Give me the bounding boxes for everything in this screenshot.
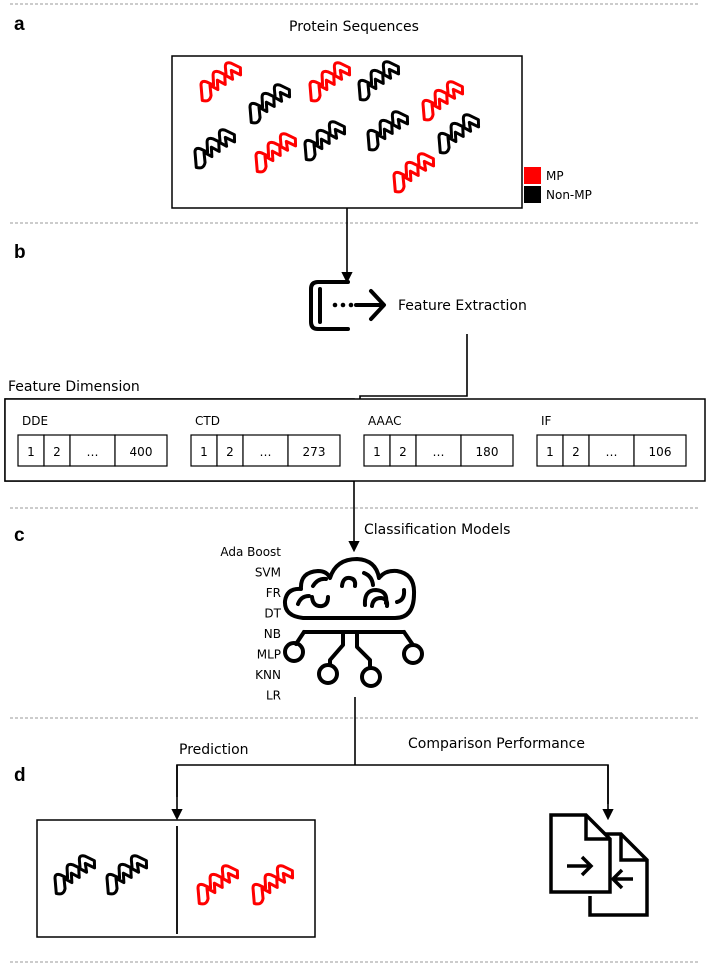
classification-models-label: Classification Models	[364, 522, 510, 538]
protein-helix-mp	[392, 152, 436, 194]
legend-label-non-mp: Non-MP	[546, 188, 592, 202]
protein-helix-non-mp	[437, 113, 481, 155]
predicted-helix-non-mp	[105, 854, 149, 896]
feature-cell-value: …	[606, 445, 618, 459]
feature-cell	[287, 434, 341, 467]
predicted-helix-mp	[251, 864, 295, 906]
feature-cell	[114, 434, 168, 467]
predicted-helix-non-mp	[53, 854, 97, 896]
predicted-helix-mp	[196, 864, 240, 906]
cloud-network-icon	[282, 557, 424, 688]
protein-helix-non-mp	[248, 83, 292, 125]
feature-cell-value: …	[433, 445, 445, 459]
model-item-lr: LR	[266, 689, 281, 703]
feature-cell-value: 273	[303, 445, 326, 459]
feature-cell-value: …	[87, 445, 99, 459]
feature-name-aaac: AAAC	[368, 414, 401, 428]
prediction-box	[36, 819, 316, 938]
protein-helix-mp	[308, 61, 352, 103]
section-letter-c: c	[14, 525, 25, 546]
feature-cell	[216, 434, 244, 467]
compare-documents-icon	[549, 813, 649, 917]
feature-cell-value: 2	[53, 445, 61, 459]
feature-cell	[460, 434, 514, 467]
protein-helix-non-mp	[193, 128, 237, 170]
model-item-ada-boost: Ada Boost	[220, 545, 281, 559]
feature-cell	[17, 434, 45, 467]
feature-cell-value: 180	[476, 445, 499, 459]
comparison-performance-label: Comparison Performance	[408, 736, 585, 752]
feature-dimension-title: Feature Dimension	[8, 379, 140, 395]
protein-helix-mp	[199, 61, 243, 103]
feature-cell-value: 1	[546, 445, 554, 459]
extract-icon	[309, 280, 386, 331]
feature-cell-value: 106	[649, 445, 672, 459]
feature-vectors: DDE 1 2 … 400 CTD 1 2 … 273 AAAC 1 2 … 180 IF 1 2 … 106	[17, 414, 687, 467]
feature-cell-value: 1	[200, 445, 208, 459]
model-item-knn: KNN	[255, 668, 281, 682]
feature-extraction-label: Feature Extraction	[398, 298, 527, 314]
feature-cell-value: 1	[373, 445, 381, 459]
legend-swatch-non-mp	[524, 186, 541, 203]
feature-cell	[588, 434, 635, 467]
legend-label-mp: MP	[546, 169, 564, 183]
protein-helix-non-mp	[303, 120, 347, 162]
model-item-mlp: MLP	[257, 648, 281, 662]
prediction-helices	[53, 854, 295, 906]
feature-cell-value: 1	[27, 445, 35, 459]
feature-cell	[536, 434, 564, 467]
feature-cell	[562, 434, 590, 467]
protein-helix-mp	[254, 132, 298, 174]
flow-branch-connector	[176, 764, 609, 804]
protein-helix-mp	[421, 80, 465, 122]
section-letter-b: b	[14, 242, 26, 263]
section-letter-a: a	[14, 14, 25, 35]
feature-name-ctd: CTD	[195, 414, 220, 428]
protein-sequences-title: Protein Sequences	[289, 19, 419, 35]
protein-helix-group	[193, 60, 481, 194]
feature-cell-value: …	[260, 445, 272, 459]
prediction-label: Prediction	[179, 742, 249, 758]
model-item-nb: NB	[264, 627, 281, 641]
model-item-fr: FR	[266, 586, 281, 600]
feature-name-dde: DDE	[22, 414, 48, 428]
feature-cell	[242, 434, 289, 467]
section-letter-d: d	[14, 765, 26, 786]
legend-swatch-mp	[524, 167, 541, 184]
feature-cell-value: 2	[226, 445, 234, 459]
model-item-svm: SVM	[255, 566, 281, 580]
feature-cell	[633, 434, 687, 467]
model-item-dt: DT	[264, 607, 281, 621]
feature-cell-value: 2	[572, 445, 580, 459]
feature-cell-value: 400	[130, 445, 153, 459]
feature-cell-value: 2	[399, 445, 407, 459]
protein-helix-non-mp	[357, 60, 401, 102]
protein-helix-non-mp	[366, 110, 410, 152]
feature-name-if: IF	[541, 414, 552, 428]
